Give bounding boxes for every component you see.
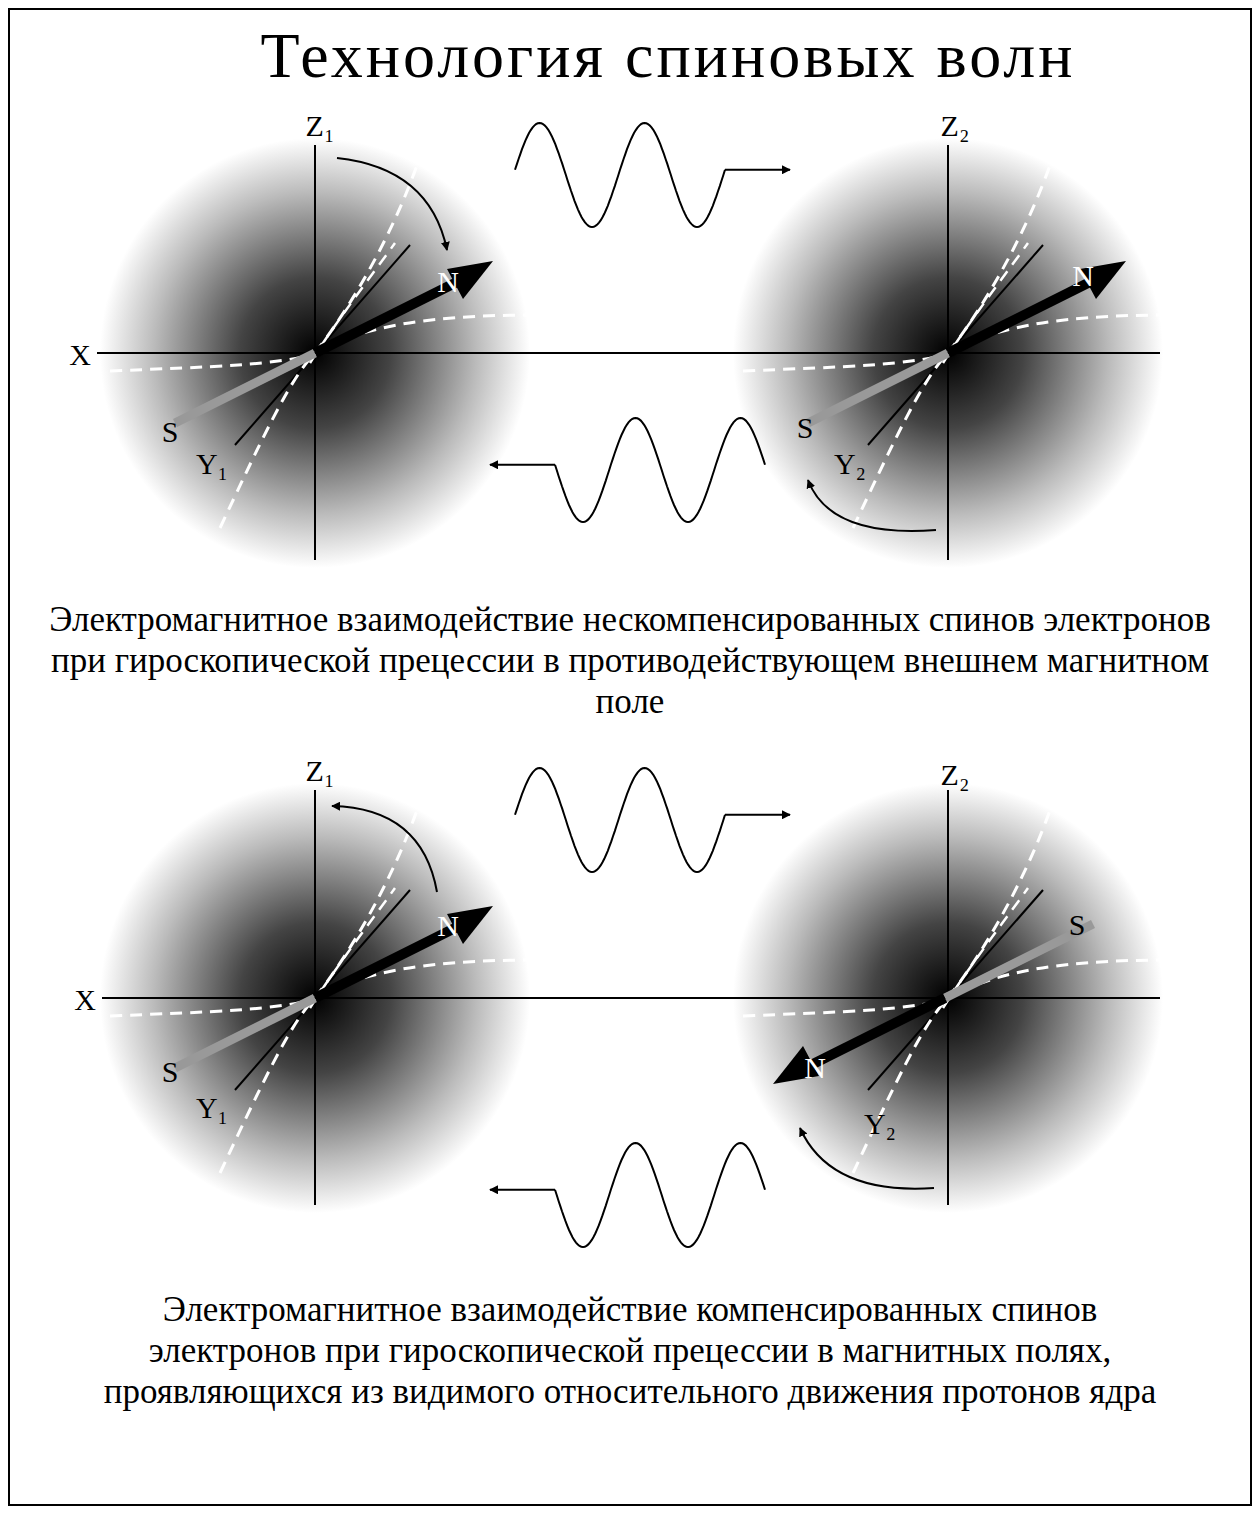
axis-label: X — [74, 985, 96, 1015]
axis-label: Y₂ — [834, 449, 866, 479]
axis-label: Z₁ — [306, 756, 335, 786]
diagram-title: Технология спиновых волн — [261, 24, 1076, 88]
wave-line — [515, 768, 725, 872]
axis-label: S — [797, 413, 814, 443]
axis-label: Z₂ — [941, 111, 970, 141]
axis-label: S — [162, 1057, 179, 1087]
axis-label: S — [162, 417, 179, 447]
axis-label: N — [804, 1053, 826, 1083]
axis-label: N — [1072, 261, 1094, 291]
caption-text: Электромагнитное взаимодействие нескомпе… — [20, 600, 1240, 723]
axis-label: N — [437, 267, 459, 297]
axis-label: Z₁ — [306, 111, 335, 141]
caption-text: Электромагнитное взаимодействие компенси… — [90, 1290, 1170, 1413]
wave-line — [555, 418, 765, 522]
axis-label: Z₂ — [941, 760, 970, 790]
wave-arrow — [490, 464, 555, 466]
wave-arrow — [725, 169, 790, 171]
axis-label: S — [1069, 910, 1086, 940]
axis-label: X — [69, 340, 91, 370]
axis-label: Y₁ — [196, 449, 228, 479]
wave-arrow — [490, 1189, 555, 1191]
wave-line — [555, 1143, 765, 1247]
wave-arrow — [725, 814, 790, 816]
axis-label: N — [437, 911, 459, 941]
axis-label: Y₁ — [196, 1093, 228, 1123]
wave-line — [515, 123, 725, 227]
axis-label: Y₂ — [864, 1109, 896, 1139]
